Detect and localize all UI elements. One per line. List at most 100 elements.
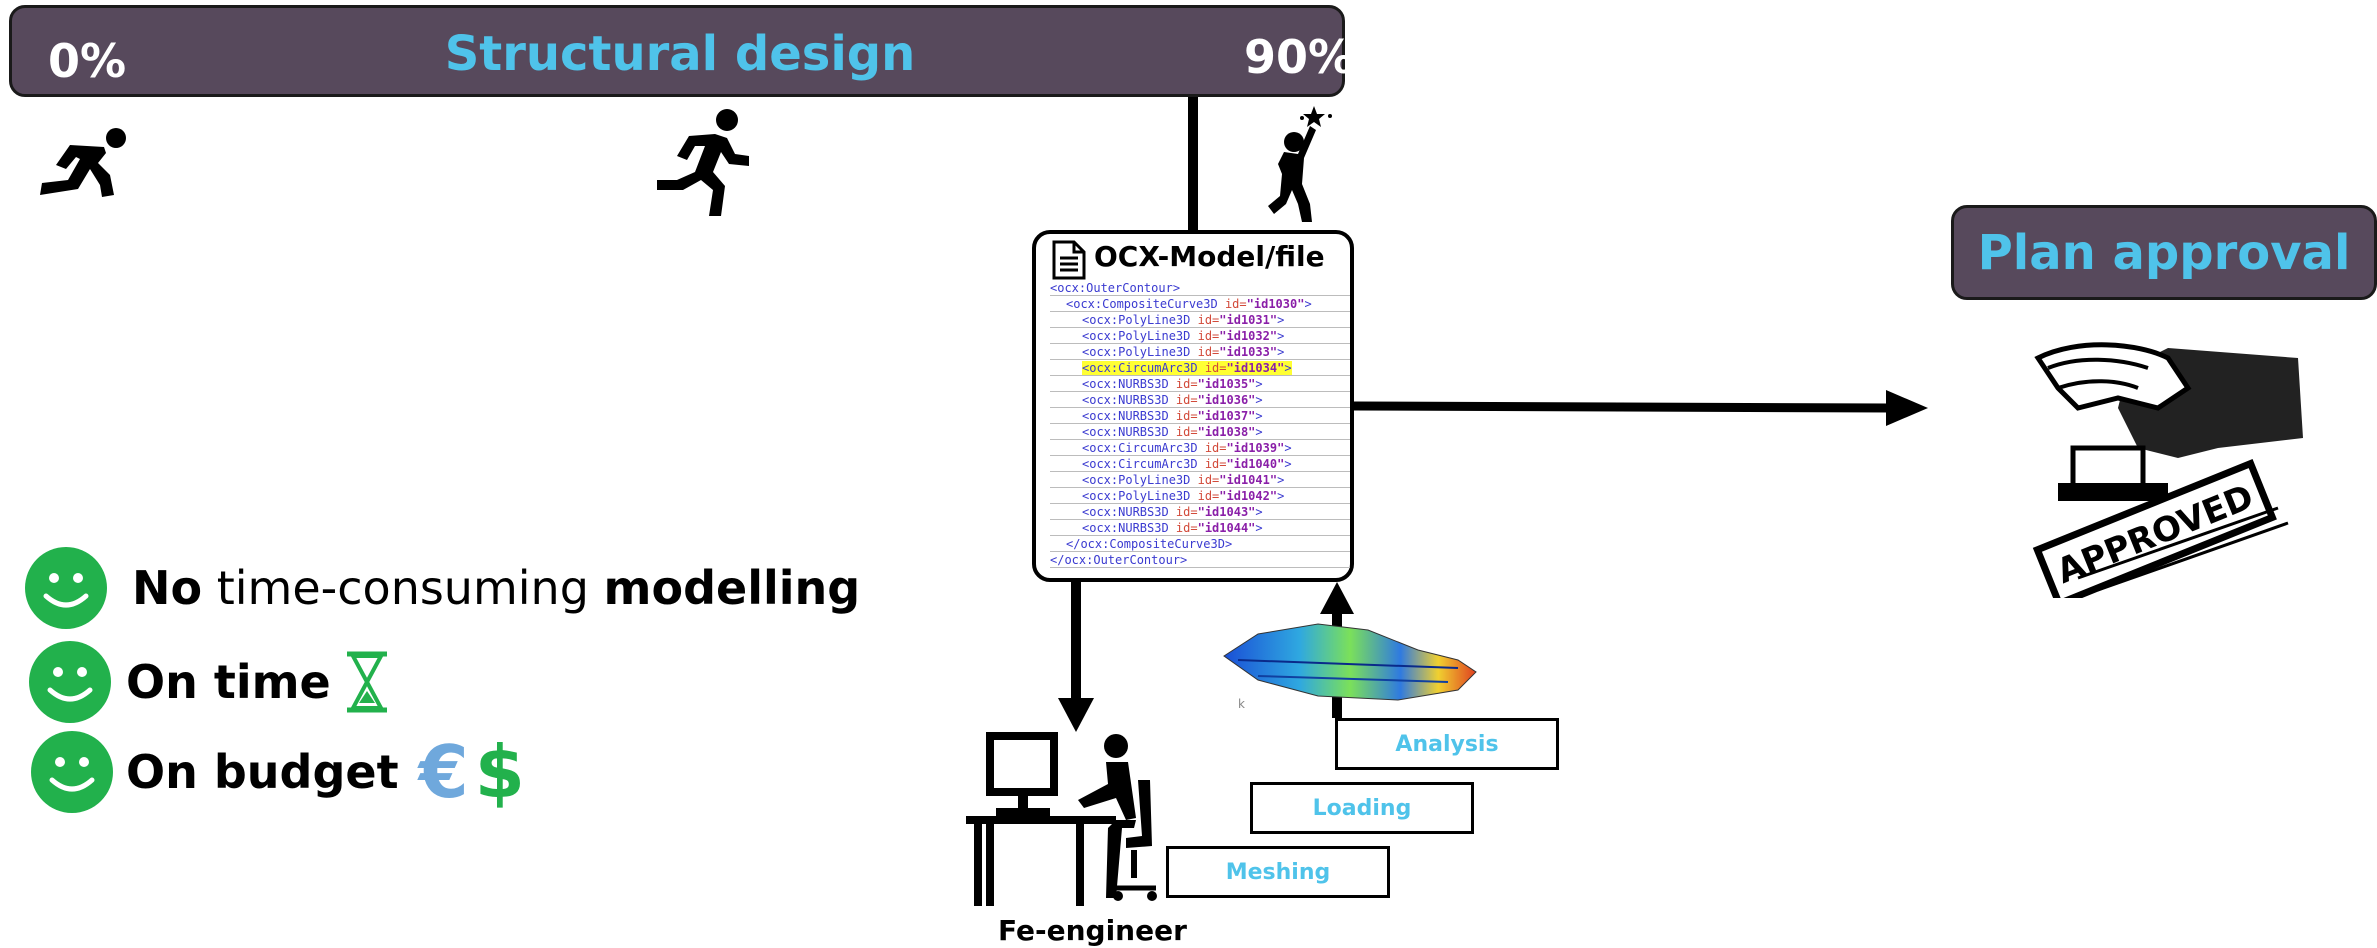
smiley-icon bbox=[29, 641, 111, 723]
code-tag: <ocx:NURBS3D bbox=[1082, 425, 1176, 439]
runner-start-icon bbox=[40, 128, 126, 197]
document-icon bbox=[1052, 240, 1086, 280]
code-end: > bbox=[1304, 297, 1312, 311]
end-percent: 90% bbox=[1244, 30, 1355, 84]
code-line: <ocx:NURBS3D id="id1044"> bbox=[1050, 520, 1350, 536]
benefit-on-budget: On budget € $ bbox=[30, 730, 525, 814]
code-attr: id= bbox=[1197, 473, 1220, 487]
runner-icon bbox=[657, 109, 749, 216]
code-attr: id= bbox=[1197, 313, 1220, 327]
code-line: <ocx:CircumArc3D id="id1034"> bbox=[1050, 360, 1350, 376]
code-line: <ocx:PolyLine3D id="id1032"> bbox=[1050, 328, 1350, 344]
dollar-icon: $ bbox=[474, 730, 525, 814]
code-line: <ocx:NURBS3D id="id1043"> bbox=[1050, 504, 1350, 520]
structural-design-banner: 0% Structural design 90% bbox=[9, 5, 1354, 97]
code-attr: id= bbox=[1175, 409, 1198, 423]
winner-icon bbox=[1268, 106, 1332, 222]
euro-icon: € bbox=[418, 730, 469, 814]
code-attr: id= bbox=[1197, 345, 1220, 359]
code-end: > bbox=[1284, 457, 1292, 471]
code-line: <ocx:PolyLine3D id="id1033"> bbox=[1050, 344, 1350, 360]
banner-title: Structural design bbox=[444, 26, 916, 82]
loading-step: Loading bbox=[1250, 782, 1474, 834]
engineer-icon bbox=[966, 732, 1157, 906]
code-attr: id= bbox=[1204, 441, 1227, 455]
code-attr: id= bbox=[1175, 393, 1198, 407]
meshing-step: Meshing bbox=[1166, 846, 1390, 898]
code-attr: id= bbox=[1204, 457, 1227, 471]
code-end: > bbox=[1255, 409, 1263, 423]
benefit-no: No bbox=[132, 561, 203, 615]
code-tag: <ocx:NURBS3D bbox=[1082, 505, 1176, 519]
code-attr: id= bbox=[1175, 425, 1198, 439]
on-time-label: On time bbox=[126, 655, 331, 709]
code-tag: </ocx:CompositeCurve3D> bbox=[1066, 537, 1233, 551]
code-value: "id1036" bbox=[1197, 393, 1256, 407]
code-value: "id1034" bbox=[1226, 361, 1285, 375]
code-end: > bbox=[1277, 345, 1285, 359]
engineer-caption: Fe-engineer bbox=[998, 914, 1187, 947]
code-end: > bbox=[1255, 521, 1263, 535]
code-line: <ocx:OuterContour> bbox=[1050, 280, 1350, 296]
start-percent: 0% bbox=[48, 34, 127, 88]
code-end: > bbox=[1255, 393, 1263, 407]
code-value: "id1033" bbox=[1219, 345, 1278, 359]
code-line: <ocx:PolyLine3D id="id1042"> bbox=[1050, 488, 1350, 504]
code-end: > bbox=[1277, 329, 1285, 343]
code-tag: <ocx:NURBS3D bbox=[1082, 377, 1176, 391]
code-tag: <ocx:OuterContour> bbox=[1050, 281, 1181, 295]
code-value: "id1032" bbox=[1219, 329, 1278, 343]
code-attr: id= bbox=[1197, 329, 1220, 343]
code-line: <ocx:CircumArc3D id="id1040"> bbox=[1050, 456, 1350, 472]
benefit-modelling: modelling bbox=[603, 561, 861, 615]
smiley-icon bbox=[25, 547, 107, 629]
code-value: "id1042" bbox=[1219, 489, 1278, 503]
code-line: <ocx:PolyLine3D id="id1031"> bbox=[1050, 312, 1350, 328]
code-tag: <ocx:NURBS3D bbox=[1082, 521, 1176, 535]
code-end: > bbox=[1277, 473, 1285, 487]
model-to-approval-arrow bbox=[1353, 401, 1891, 413]
code-line: <ocx:NURBS3D id="id1035"> bbox=[1050, 376, 1350, 392]
ocx-model-panel: OCX-Model/file <ocx:OuterContour><ocx:Co… bbox=[1032, 230, 1354, 582]
code-tag: <ocx:PolyLine3D bbox=[1082, 313, 1198, 327]
code-end: > bbox=[1277, 489, 1285, 503]
code-value: "id1044" bbox=[1197, 521, 1256, 535]
code-line: <ocx:CircumArc3D id="id1039"> bbox=[1050, 440, 1350, 456]
code-tag: <ocx:CompositeCurve3D bbox=[1066, 297, 1225, 311]
benefit-on-time: On time bbox=[28, 640, 389, 724]
approved-stamp-icon: APPROVED bbox=[2032, 342, 2303, 598]
code-tag: <ocx:NURBS3D bbox=[1082, 409, 1176, 423]
code-attr: id= bbox=[1197, 489, 1220, 503]
benefit-no-modelling: No time-consuming modelling bbox=[24, 546, 860, 630]
code-line: </ocx:OuterContour> bbox=[1050, 552, 1350, 568]
code-line: <ocx:NURBS3D id="id1037"> bbox=[1050, 408, 1350, 424]
code-end: > bbox=[1255, 377, 1263, 391]
code-attr: id= bbox=[1224, 297, 1247, 311]
code-attr: id= bbox=[1175, 377, 1198, 391]
code-line: <ocx:NURBS3D id="id1038"> bbox=[1050, 424, 1350, 440]
code-value: "id1039" bbox=[1226, 441, 1285, 455]
code-end: > bbox=[1284, 441, 1292, 455]
code-value: "id1031" bbox=[1219, 313, 1278, 327]
code-value: "id1040" bbox=[1226, 457, 1285, 471]
code-tag: <ocx:CircumArc3D bbox=[1082, 441, 1205, 455]
plan-approval-box: Plan approval bbox=[1951, 205, 2377, 300]
code-value: "id1041" bbox=[1219, 473, 1278, 487]
code-value: "id1035" bbox=[1197, 377, 1256, 391]
ship-fe-model-icon: k bbox=[1223, 623, 1477, 711]
code-tag: </ocx:OuterContour> bbox=[1050, 553, 1188, 567]
code-line: <ocx:NURBS3D id="id1036"> bbox=[1050, 392, 1350, 408]
code-value: "id1038" bbox=[1197, 425, 1256, 439]
code-end: > bbox=[1284, 361, 1292, 375]
benefit-time-consuming: time-consuming bbox=[202, 561, 604, 615]
ocx-model-title: OCX-Model/file bbox=[1094, 240, 1325, 273]
code-tag: <ocx:CircumArc3D bbox=[1082, 457, 1205, 471]
code-line: </ocx:CompositeCurve3D> bbox=[1050, 536, 1350, 552]
code-attr: id= bbox=[1204, 361, 1227, 375]
smiley-icon bbox=[31, 731, 113, 813]
code-attr: id= bbox=[1175, 505, 1198, 519]
code-value: "id1037" bbox=[1197, 409, 1256, 423]
code-tag: <ocx:CircumArc3D bbox=[1082, 361, 1205, 375]
code-line: <ocx:CompositeCurve3D id="id1030"> bbox=[1050, 296, 1350, 312]
code-tag: <ocx:PolyLine3D bbox=[1082, 489, 1198, 503]
